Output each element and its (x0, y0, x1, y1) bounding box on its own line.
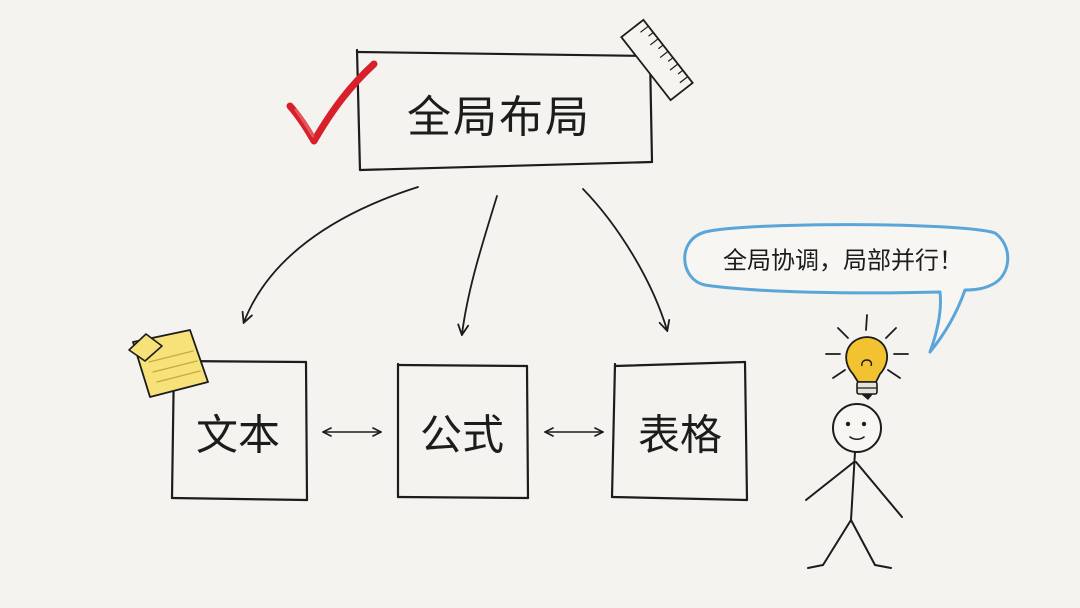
lightbulb-icon (825, 314, 909, 400)
arrow-root-to-table (582, 188, 667, 330)
ruler-icon (620, 18, 694, 102)
node-label-formula: 公式 (419, 410, 505, 460)
child-box-formula (396, 362, 530, 500)
node-label-text: 文本 (195, 410, 281, 460)
speech-bubble-text: 全局协调，局部并行！ (723, 246, 963, 275)
arrow-root-to-text (244, 186, 419, 322)
arrow-root-to-formula (462, 195, 498, 334)
speech-bubble (683, 223, 1010, 354)
stick-figure-icon (805, 403, 903, 569)
child-box-table (610, 360, 749, 502)
checkmark-icon (286, 60, 378, 145)
root-node-label: 全局布局 (407, 92, 591, 143)
node-label-table: 表格 (637, 410, 723, 460)
sticky-note-icon (128, 329, 209, 398)
